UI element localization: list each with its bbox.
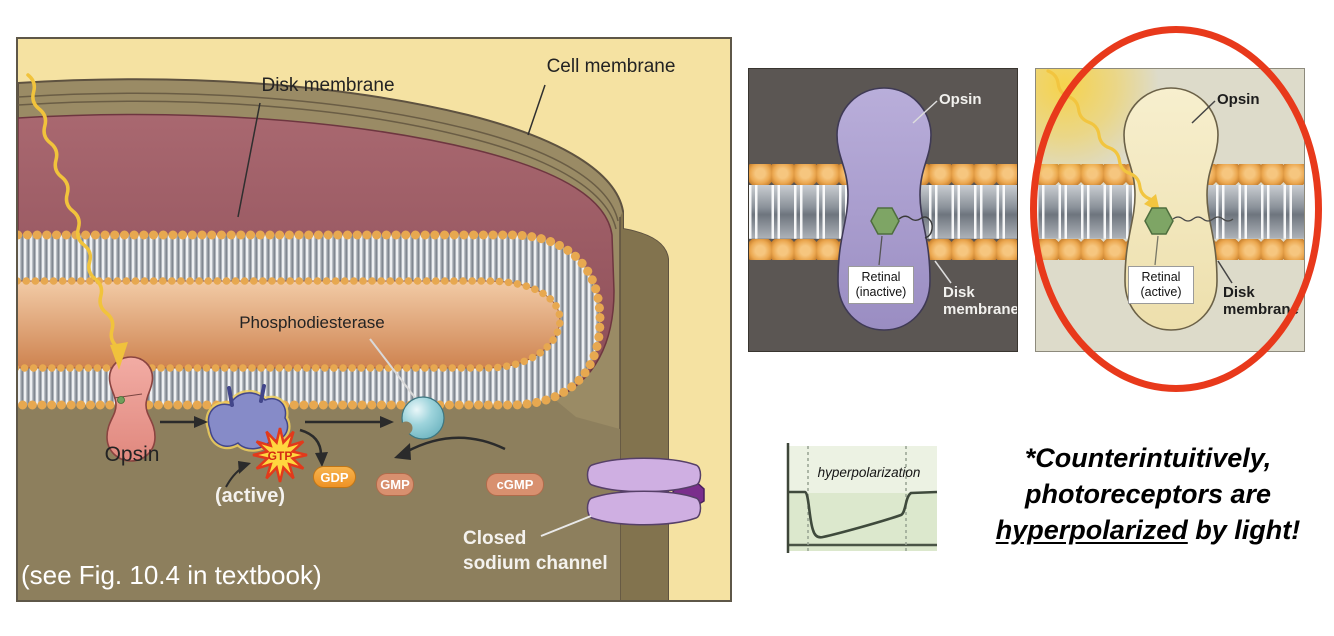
note-line1: *Counterintuitively,: [1024, 443, 1272, 473]
disk-membrane-bilayer: [18, 230, 605, 410]
cgmp-molecule: cGMP: [486, 473, 544, 496]
light-ray: [26, 73, 128, 370]
phosphodiesterase-enzyme: [399, 396, 445, 440]
label-leader-lines: [237, 84, 546, 218]
opsin-molecule: [106, 356, 156, 462]
hyperpolarization-annotation: hyperpolarization: [818, 465, 921, 480]
disk-label-line1: Disk: [943, 284, 975, 301]
retinal-label-line1: Retinal: [861, 270, 901, 284]
retinal-molecule-cis: [870, 207, 933, 239]
retinal-dot: [117, 396, 125, 404]
phosphodiesterase-label: Phosphodiesterase: [239, 313, 385, 332]
note-underlined-word: hyperpolarized: [995, 515, 1188, 545]
gtp-star: GTP: [252, 427, 308, 483]
closed-sodium-channel-label: Closed sodium channel: [463, 526, 663, 576]
disk-membrane-label: Disk membrane: [261, 75, 395, 96]
graph-upper-region: [788, 446, 937, 493]
phosphodiesterase-leader-line: [369, 338, 417, 400]
active-state-label: (active): [214, 485, 286, 507]
opsin-label: Opsin: [104, 443, 160, 466]
highlight-oval: [1030, 26, 1322, 392]
hyperpolarization-graph-card: hyperpolarization: [775, 437, 940, 553]
closed-label-line2: sodium channel: [463, 553, 608, 574]
opsin-label: Opsin: [939, 91, 982, 108]
disk-label-line2: membrane: [943, 301, 1018, 318]
channel-leader-line: [540, 515, 592, 537]
opsin-inactive-panel: Opsin Retinal (inactive) Disk membrane: [748, 68, 1018, 352]
closed-label-line1: Closed: [463, 528, 527, 549]
graph-lower-region: [788, 493, 937, 551]
retinal-inactive-label: Retinal (inactive): [848, 266, 914, 304]
membrane-potential-trace: hyperpolarization: [786, 443, 938, 553]
figure-reference-caption: (see Fig. 10.4 in textbook): [21, 560, 322, 590]
panel-leader-lines: [878, 100, 952, 284]
voltage-trace: [788, 490, 938, 539]
cell-membrane-label: Cell membrane: [546, 56, 676, 77]
note-line2: photoreceptors are: [1024, 479, 1272, 509]
disk-membrane-label: Disk membrane: [943, 284, 1018, 318]
phototransduction-figure-panel: GTP Disk: [16, 37, 732, 602]
reaction-arrows: [160, 416, 506, 488]
gtp-label: GTP: [268, 449, 293, 463]
retinal-label-line2: (inactive): [855, 285, 907, 299]
gmp-molecule: GMP: [376, 473, 414, 496]
counterintuitive-note: *Counterintuitively, photoreceptors are …: [965, 440, 1331, 548]
note-line3-rest: by light!: [1187, 515, 1301, 545]
gdp-molecule: GDP: [313, 466, 356, 488]
